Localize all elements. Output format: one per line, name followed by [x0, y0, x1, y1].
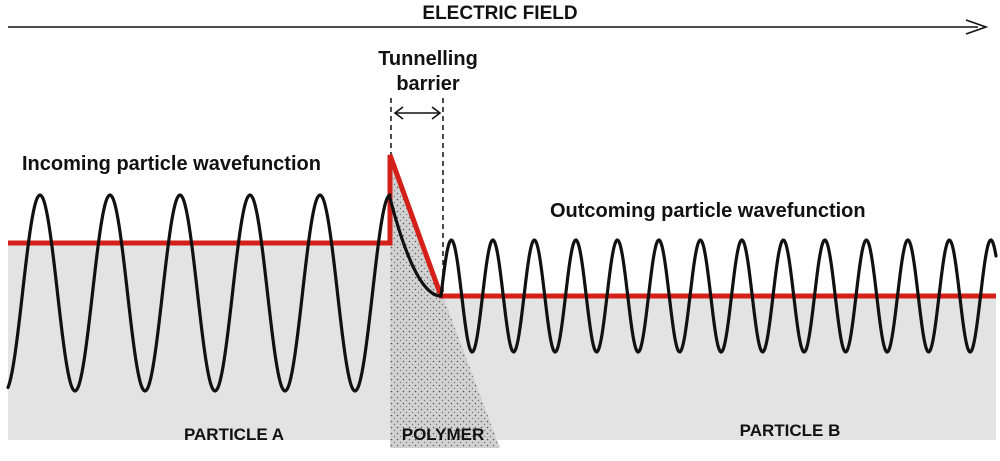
incoming-label: Incoming particle wavefunction: [22, 153, 321, 175]
barrier-label-line1: Tunnelling: [378, 48, 478, 70]
particle-a-label: PARTICLE A: [184, 425, 284, 444]
double-arrow-icon: [393, 106, 442, 120]
outgoing-wavefunction: [439, 238, 998, 354]
barrier-label-line2: barrier: [396, 73, 460, 95]
particle-b-label: PARTICLE B: [740, 421, 841, 440]
electric-field-label: ELECTRIC FIELD: [422, 3, 577, 24]
incoming-wavefunction: [6, 193, 392, 393]
right-arrow-icon: [965, 19, 989, 35]
polymer-label: POLYMER: [402, 425, 485, 444]
outgoing-label: Outcoming particle wavefunction: [550, 200, 866, 222]
tunnelling-wavefunction: [388, 196, 443, 298]
